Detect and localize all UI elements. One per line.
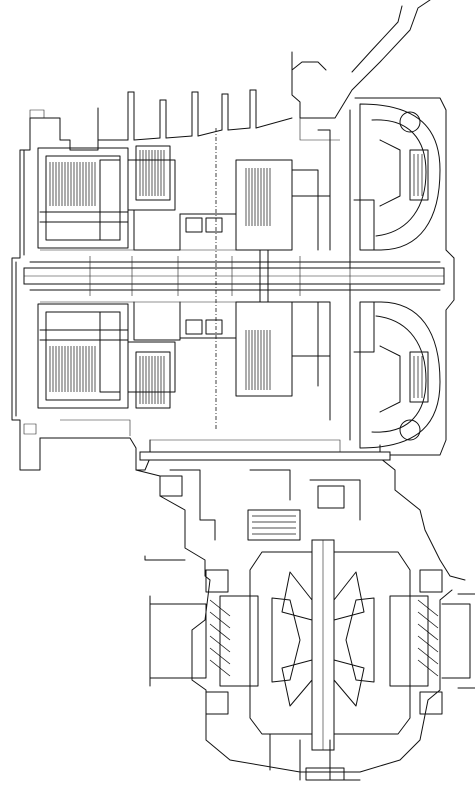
misc-detail-lines — [23, 109, 341, 452]
clutch-pack-center — [215, 128, 331, 430]
clutch-pack-lower-left — [37, 301, 237, 409]
differential-pinion-gear — [271, 571, 375, 707]
torque-converter — [353, 103, 441, 449]
countershaft — [139, 451, 391, 541]
differential — [205, 539, 443, 751]
output-axle-flange — [149, 593, 475, 781]
main-shaft — [23, 249, 445, 303]
final-drive-ring-gear — [209, 599, 439, 677]
clutch-pack-upper-left — [37, 145, 237, 251]
